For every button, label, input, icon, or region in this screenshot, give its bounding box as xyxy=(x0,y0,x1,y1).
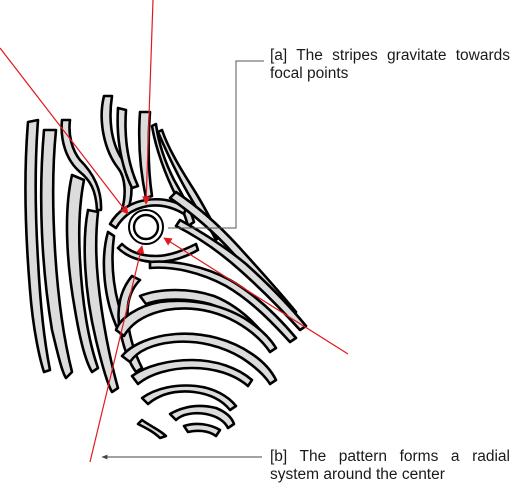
stripe xyxy=(65,173,100,374)
stripe xyxy=(140,384,238,412)
annotation-b-line2: system around the center xyxy=(270,466,445,483)
annotation-a-line1: [a] The stripes gravitate towards xyxy=(270,47,510,64)
annotation-b: [b] The pattern forms a radial system ar… xyxy=(270,448,510,484)
stripe xyxy=(116,106,140,190)
ray-lower-right xyxy=(163,237,349,355)
stripe xyxy=(136,418,168,440)
stripe xyxy=(116,242,200,264)
stripe xyxy=(60,118,103,212)
stripe xyxy=(120,332,278,386)
stripe xyxy=(114,299,278,354)
radial-rays xyxy=(0,0,349,463)
stripe xyxy=(168,404,236,430)
zebra-stripes xyxy=(24,94,308,440)
annotation-b-line1: [b] The pattern forms a radial xyxy=(270,448,510,465)
ray-lower-left xyxy=(89,245,145,463)
leader-line-a xyxy=(168,60,264,229)
eye-ring xyxy=(128,209,164,245)
stripe xyxy=(148,260,298,344)
ray-upper-left xyxy=(0,47,129,215)
annotation-a: [a] The stripes gravitate towards focal … xyxy=(270,47,510,83)
stripe xyxy=(137,110,154,200)
ray-top xyxy=(142,0,154,205)
stripe xyxy=(83,208,120,394)
eye xyxy=(132,213,160,241)
stripe xyxy=(130,358,254,388)
stripe xyxy=(39,128,74,380)
stripe xyxy=(24,118,52,374)
stripe xyxy=(182,422,222,438)
annotation-a-line2: focal points xyxy=(270,65,349,82)
